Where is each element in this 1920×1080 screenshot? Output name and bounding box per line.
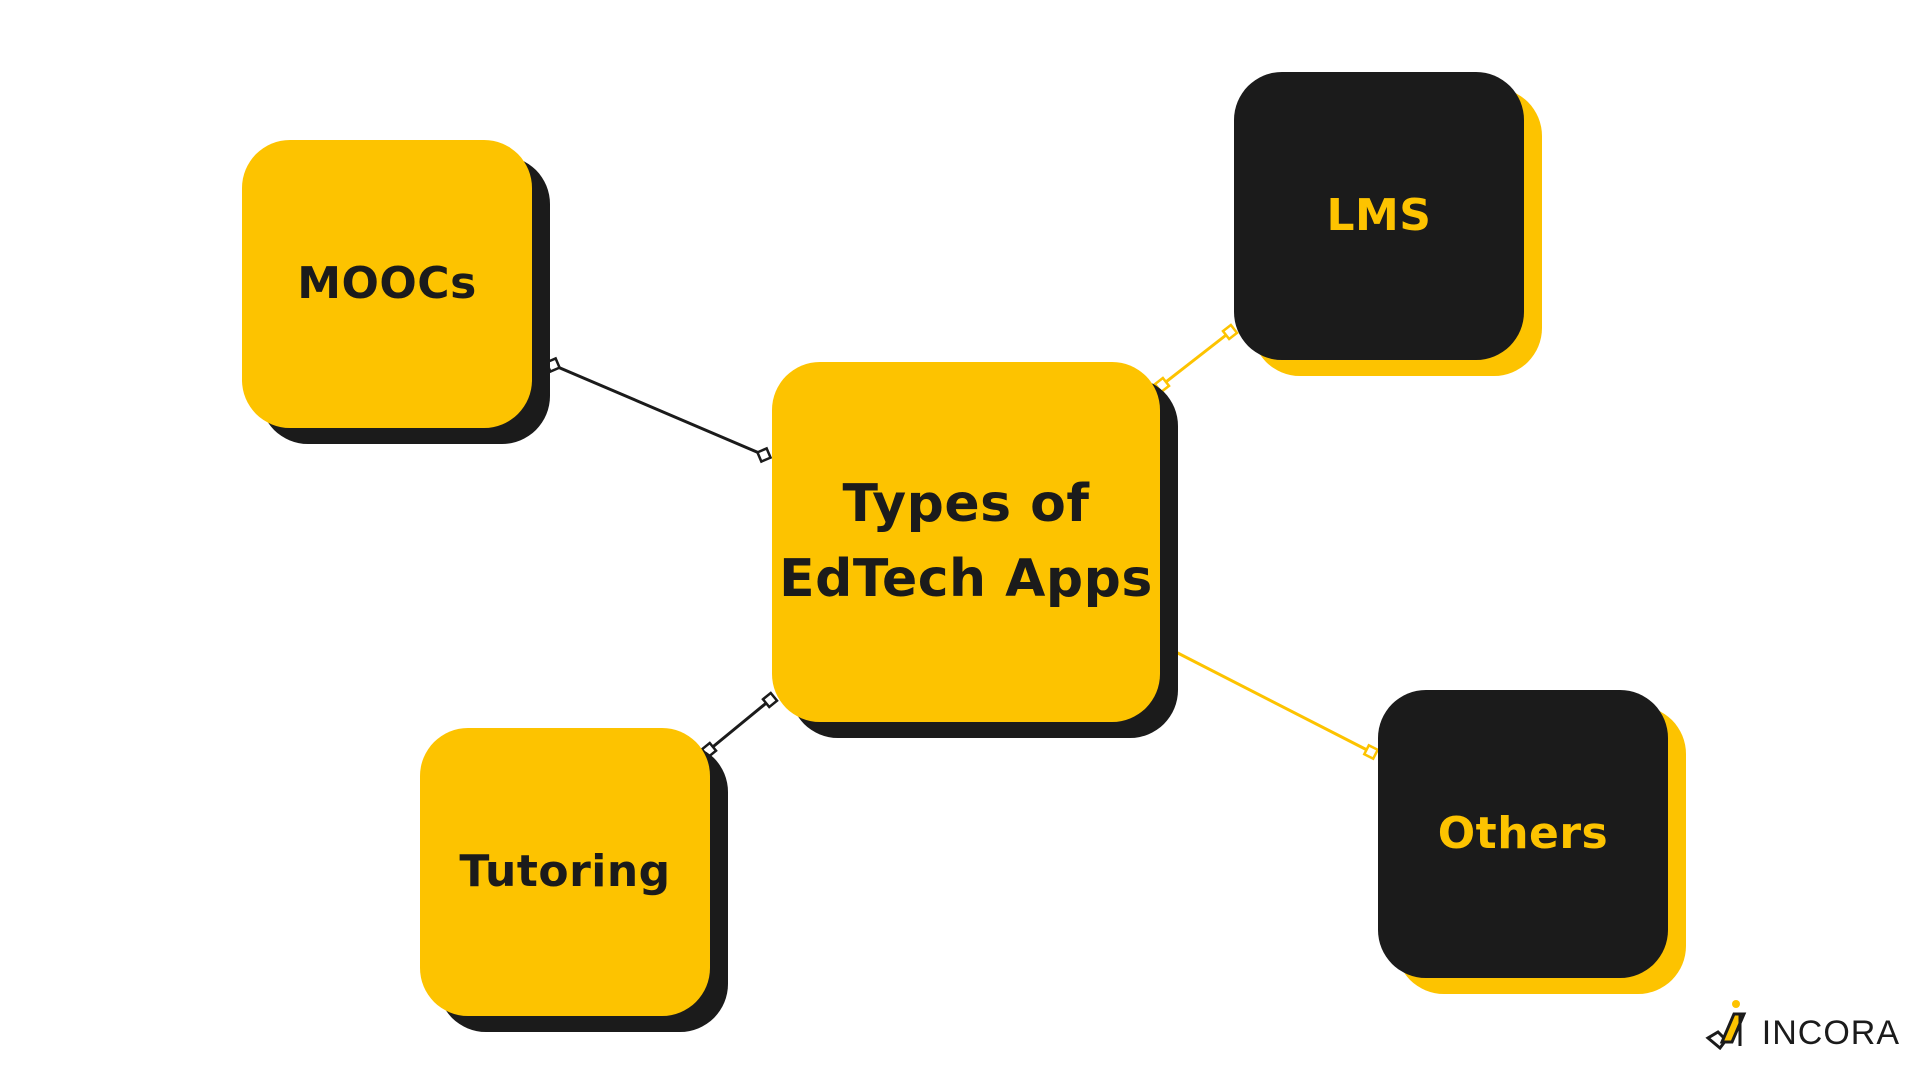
connector-end-marker [755, 446, 773, 464]
incora-logo-icon [1705, 1000, 1747, 1050]
connector-end-marker [1362, 743, 1380, 761]
center-node: Types of EdTech Apps [772, 362, 1160, 722]
connector-end-marker [761, 691, 779, 709]
connector-center-others [1165, 645, 1372, 754]
connector-center-lms [1161, 330, 1231, 387]
incora-logo-text: INCORA [1761, 1014, 1900, 1052]
center-node-label: Types of EdTech Apps [779, 473, 1153, 609]
node-tutoring: Tutoring [420, 728, 710, 1016]
node-others-label: Others [1437, 808, 1609, 860]
node-moocs: MOOCs [242, 140, 532, 428]
incora-logo: INCORA [1704, 998, 1900, 1050]
connector-center-moocs [552, 363, 765, 457]
connector-end-marker [544, 356, 562, 374]
connector-end-marker [1153, 376, 1171, 394]
node-lms-label: LMS [1326, 190, 1432, 242]
node-lms: LMS [1234, 72, 1524, 360]
node-others: Others [1378, 690, 1668, 978]
node-moocs-label: MOOCs [297, 258, 477, 310]
connector-end-marker [1157, 638, 1175, 656]
node-tutoring-label: Tutoring [459, 846, 671, 898]
connector-end-marker [700, 741, 718, 759]
connector-end-marker [1221, 323, 1239, 341]
connector-center-tutoring [708, 698, 771, 752]
